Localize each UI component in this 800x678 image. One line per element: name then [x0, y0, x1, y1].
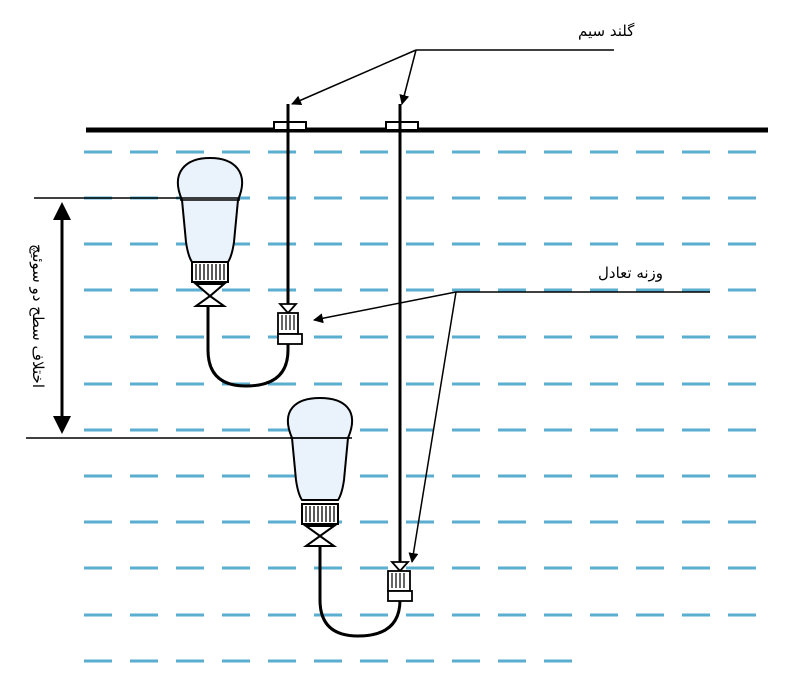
cable-gland-pointer	[291, 49, 417, 105]
arrow-up-icon	[53, 202, 71, 220]
counterweight-icon	[387, 561, 413, 602]
float-switch-icon	[176, 156, 244, 307]
counterweight-icon	[277, 303, 303, 345]
level-difference-label: اختلاف سطح دو سوئیچ	[29, 244, 47, 388]
arrow-down-icon	[53, 416, 71, 434]
cable-gland-icon	[273, 121, 307, 131]
counterweight-pointer	[313, 291, 457, 324]
cable-loop-lower	[318, 546, 402, 638]
cable-gland-icon	[385, 121, 419, 131]
counterweight-label: وزنه تعادل	[598, 264, 663, 282]
counterweight-pointer	[408, 291, 457, 563]
float-switch-icon	[286, 396, 354, 547]
cable-gland-label: گلند سیم	[578, 22, 635, 40]
cable-loop-upper	[206, 306, 290, 388]
cable-gland-pointer	[399, 49, 417, 105]
